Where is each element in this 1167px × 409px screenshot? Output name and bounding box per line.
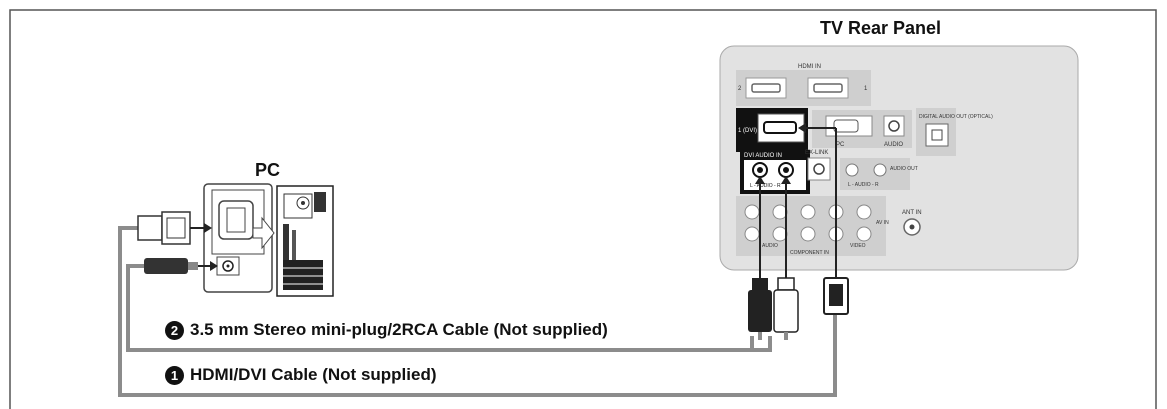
- component-audio-label: AUDIO: [762, 243, 778, 249]
- av-in-label: AV IN: [876, 220, 889, 226]
- audio-cable-caption: 2 3.5 mm Stereo mini-plug/2RCA Cable (No…: [165, 320, 608, 340]
- dvi-audio-lr-label: L - AUDIO - R: [750, 183, 781, 189]
- digital-audio-out-label: DIGITAL AUDIO OUT (OPTICAL): [919, 114, 993, 120]
- tv-rear-panel-title: TV Rear Panel: [820, 18, 942, 38]
- hdmi-plug: [798, 123, 849, 315]
- hdmi-cable-caption: 1 HDMI/DVI Cable (Not supplied): [165, 365, 437, 385]
- hdmi-port-1-label: 1: [864, 86, 868, 92]
- dvi-plug: [137, 211, 212, 245]
- ex-link-label: EX-LINK: [805, 150, 828, 156]
- dvi-audio-in-label: DVI AUDIO IN: [744, 153, 782, 159]
- rca-plugs: [748, 176, 799, 340]
- tv-rear-panel: HDMI IN 2 1 3 DIGITAL AUDIO OUT (OPTICAL…: [719, 45, 1079, 271]
- hdmi-dvi-cable: [118, 226, 837, 397]
- audio-port-label: AUDIO: [884, 142, 903, 148]
- audio-cable-label: 3.5 mm Stereo mini-plug/2RCA Cable (Not …: [190, 320, 608, 339]
- mini-plug: [144, 258, 218, 274]
- hdmi-dvi-label: 1 (DVI): [738, 128, 757, 134]
- ant-in-label: ANT IN: [902, 210, 922, 216]
- video-label: VIDEO: [850, 243, 866, 249]
- pc-port-label: PC: [836, 142, 845, 148]
- audio-out-lr-label: L - AUDIO - R: [848, 182, 879, 188]
- audio-cable: [126, 264, 772, 352]
- hdmi-cable-label: HDMI/DVI Cable (Not supplied): [190, 365, 437, 384]
- pc-illustration: [203, 183, 334, 297]
- hdmi-in-label: HDMI IN: [798, 64, 821, 70]
- hdmi-port-2-label: 2: [738, 86, 742, 92]
- component-in-label: COMPONENT IN: [790, 250, 829, 256]
- cable-number-2-badge: 2: [165, 320, 184, 340]
- cable-number-1-badge: 1: [165, 365, 184, 385]
- outer-frame: [9, 9, 1157, 409]
- pc-label: PC: [255, 160, 281, 180]
- audio-out-label: AUDIO OUT: [890, 166, 918, 172]
